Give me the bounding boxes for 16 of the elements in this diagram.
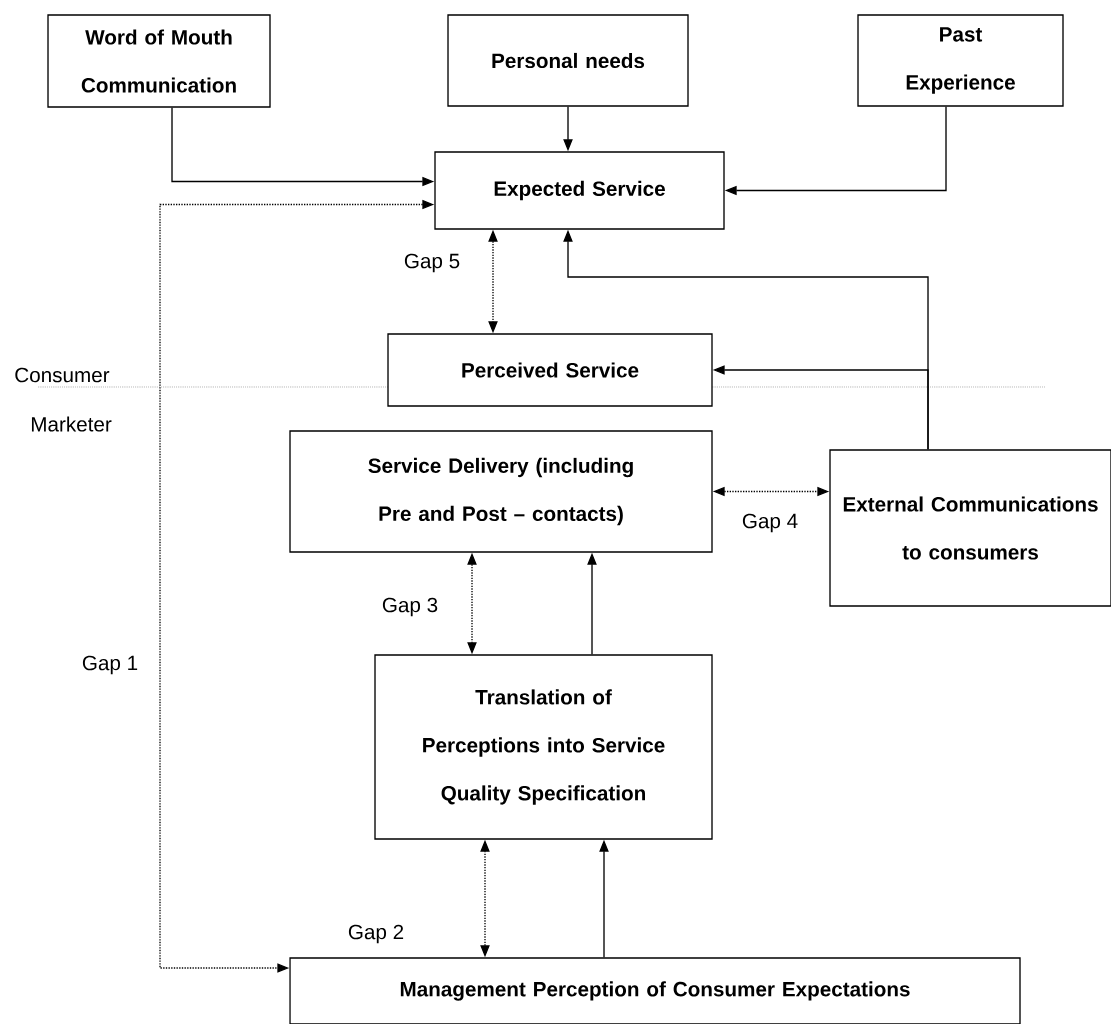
box: Perceived Service	[387, 333, 713, 407]
side-label: Consumer	[15, 367, 110, 383]
edge-label: Gap 3	[380, 596, 440, 618]
box: Expected Service	[434, 151, 725, 230]
box: Service Delivery (including Pre and Post – contacts)	[289, 430, 713, 553]
box: External Communications to consumers	[829, 449, 1111, 607]
edge-label: Gap 5	[402, 252, 462, 274]
box: Translation of Perceptions into Service Quality Specification	[374, 654, 713, 840]
box: Word of Mouth Communication	[47, 14, 271, 108]
box: Management Perception of Consumer Expectations	[289, 957, 1021, 1024]
side-label: Marketer	[31, 416, 112, 432]
edge-label: Gap 4	[740, 512, 800, 534]
box: Past Experience	[857, 14, 1064, 107]
edge-label: Gap 2	[346, 923, 406, 945]
box: Personal needs	[447, 14, 689, 107]
edge-label: Gap 1	[80, 654, 140, 676]
